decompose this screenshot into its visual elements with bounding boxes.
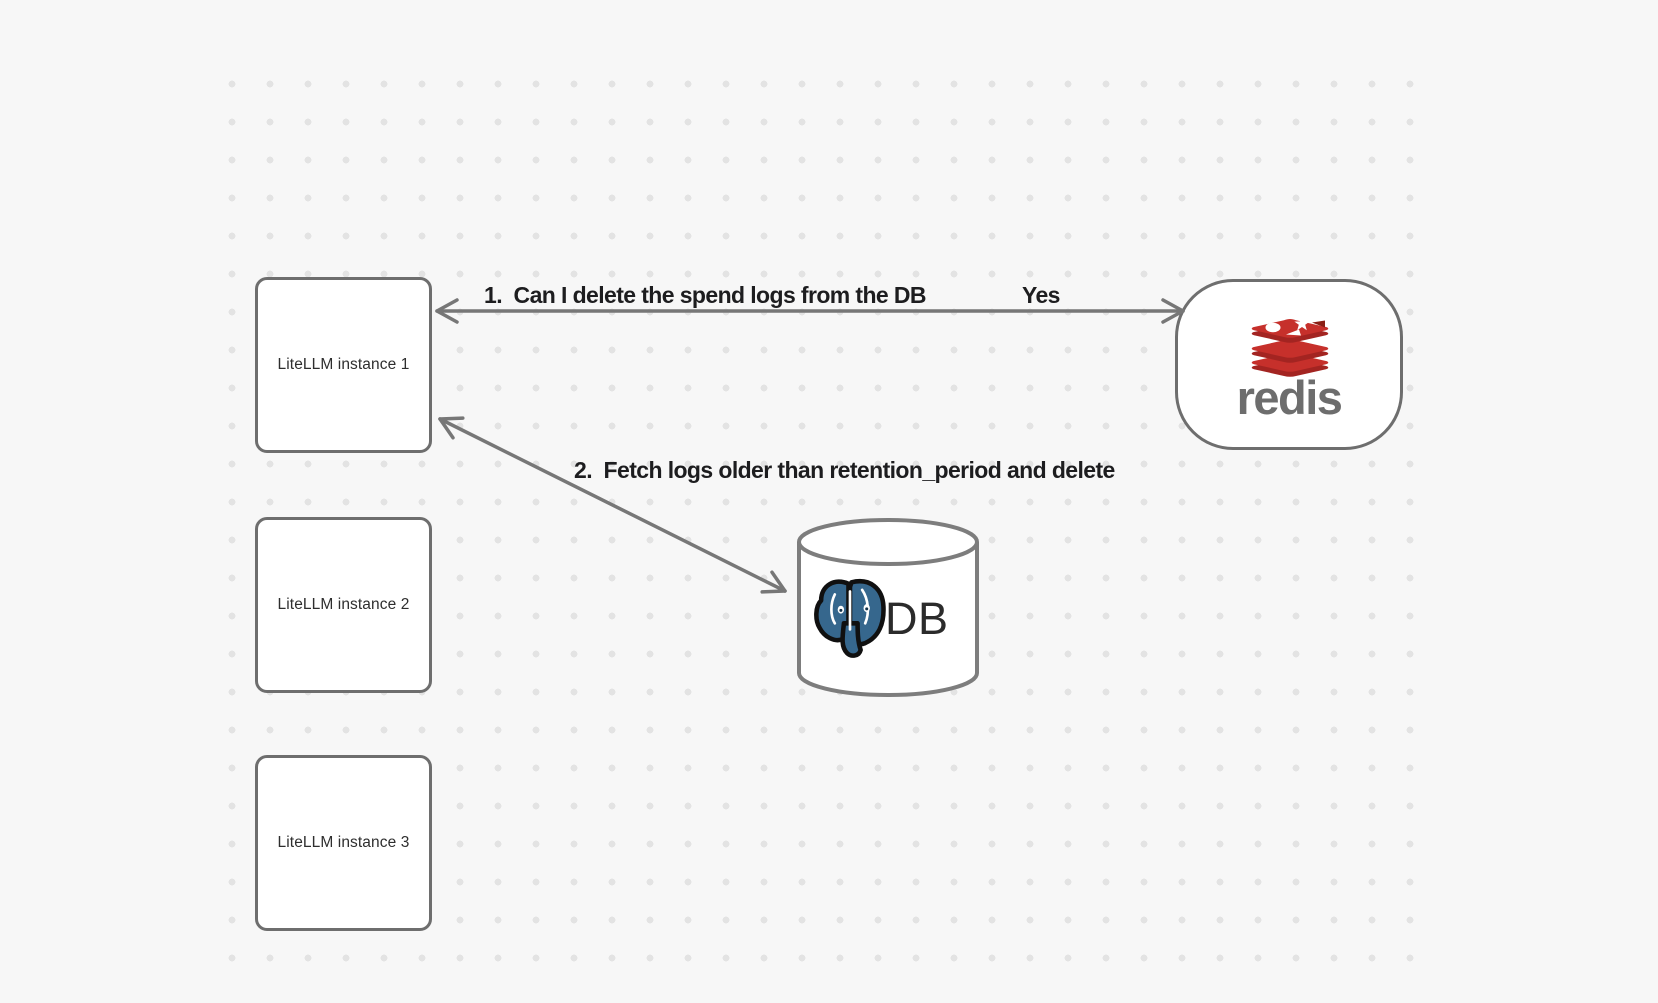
edge-label-yes: Yes (1022, 282, 1060, 308)
arrow-litellm1-db (438, 416, 787, 594)
node-litellm-instance-2: LiteLLM instance 2 (255, 517, 432, 693)
node-redis: redis (1175, 279, 1403, 450)
database-label: DB (885, 593, 949, 644)
node-label: LiteLLM instance 2 (277, 596, 410, 613)
node-litellm-instance-3: LiteLLM instance 3 (255, 755, 432, 931)
edge-label-fetch-logs: 2. Fetch logs older than retention_perio… (574, 457, 1115, 483)
node-label: LiteLLM instance 3 (277, 834, 410, 851)
redis-logo-icon (1251, 316, 1329, 377)
postgresql-elephant-icon (814, 578, 886, 658)
edge-label-delete-spend-logs: 1. Can I delete the spend logs from the … (484, 282, 927, 308)
redis-wordmark: redis (1236, 371, 1343, 424)
node-database: DB (793, 512, 983, 702)
node-litellm-instance-1: LiteLLM instance 1 (255, 277, 432, 453)
node-label: LiteLLM instance 1 (277, 356, 410, 373)
